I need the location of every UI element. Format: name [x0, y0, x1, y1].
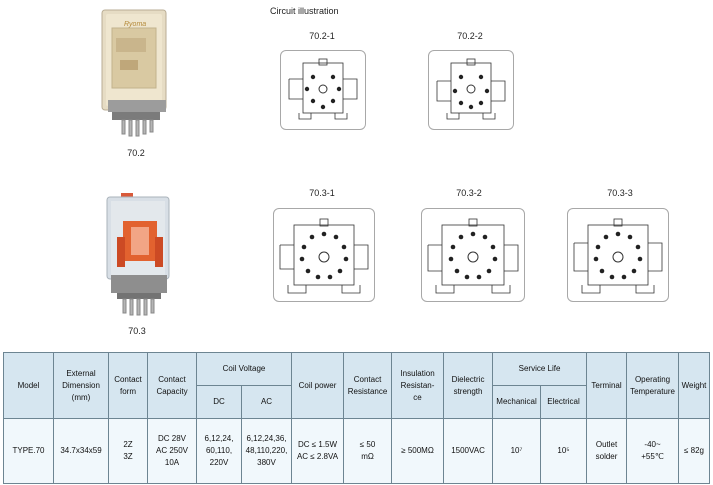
cell-insulation-resistance: ≥ 500MΩ: [391, 418, 445, 484]
cell-ac-voltage: 6,12,24,36, 48,110,220, 380V: [240, 418, 293, 484]
product-caption-70-2: 70.2: [127, 148, 145, 158]
header-ac: AC: [240, 385, 293, 419]
circuit-diagram-70-3-1: [273, 208, 375, 302]
table-row: TYPE.70 34.7x34x59 2Z 3Z DC 28V AC 250V …: [3, 418, 711, 484]
header-service-life: Service Life: [492, 352, 588, 386]
table-header-row: Model External Dimension (mm) Contact fo…: [3, 352, 711, 419]
circuit-diagram-70-2-1: [280, 50, 366, 130]
header-contact-capacity: Contact Capacity: [147, 352, 197, 419]
cell-dc-voltage: 6,12,24, 60,110, 220V: [196, 418, 242, 484]
cell-contact-capacity: DC 28V AC 250V 10A: [147, 418, 197, 484]
header-insulation-resistance: Insulation Resistan- ce: [391, 352, 445, 419]
cell-coil-power: DC ≤ 1.5W AC ≤ 2.8VA: [291, 418, 345, 484]
diagram-label-70-3-2: 70.3-2: [456, 188, 482, 198]
cell-terminal: Outlet solder: [586, 418, 628, 484]
circuit-diagram-70-2-2: [428, 50, 514, 130]
header-model: Model: [3, 352, 54, 419]
header-dc: DC: [196, 385, 242, 419]
header-coil-power: Coil power: [291, 352, 345, 419]
relay-70-3-image: [106, 193, 170, 316]
product-caption-70-3: 70.3: [128, 326, 146, 336]
header-weight: Weight: [678, 352, 711, 419]
header-electrical: Electrical: [540, 385, 588, 419]
diagram-label-70-2-1: 70.2-1: [309, 31, 335, 41]
diagram-label-70-3-3: 70.3-3: [607, 188, 633, 198]
table-subheader-row: DC AC Mechanical Electrical: [4, 385, 710, 419]
header-contact-resistance: Contact Resistance: [343, 352, 393, 419]
circuit-diagram-70-3-2: [421, 208, 525, 302]
cell-electrical-life: 10⁵: [540, 418, 588, 484]
cell-contact-resistance: ≤ 50 mΩ: [343, 418, 393, 484]
cell-model: TYPE.70: [3, 418, 54, 484]
relay-70-2-image: Ryoma: [101, 9, 167, 137]
cell-dimension: 34.7x34x59: [53, 418, 109, 484]
svg-text:Ryoma: Ryoma: [124, 21, 146, 28]
circuit-illustration-title: Circuit illustration: [270, 6, 339, 16]
header-terminal: Terminal: [586, 352, 628, 419]
cell-mechanical-life: 10⁷: [492, 418, 542, 484]
cell-weight: ≤ 82g: [678, 418, 711, 484]
header-dimension: External Dimension (mm): [53, 352, 109, 419]
header-operating-temperature: Operating Temperature: [626, 352, 680, 419]
cell-contact-form: 2Z 3Z: [108, 418, 148, 484]
circuit-diagram-70-3-3: [567, 208, 669, 302]
spec-table: Model External Dimension (mm) Contact fo…: [3, 352, 711, 484]
header-dielectric-strength: Dielectric strength: [443, 352, 494, 419]
cell-operating-temperature: -40~ +55℃: [626, 418, 680, 484]
header-mechanical: Mechanical: [492, 385, 542, 419]
diagram-label-70-2-2: 70.2-2: [457, 31, 483, 41]
cell-dielectric-strength: 1500VAC: [443, 418, 494, 484]
diagram-label-70-3-1: 70.3-1: [309, 188, 335, 198]
header-contact-form: Contact form: [108, 352, 148, 419]
header-coil-voltage: Coil Voltage: [195, 352, 293, 386]
